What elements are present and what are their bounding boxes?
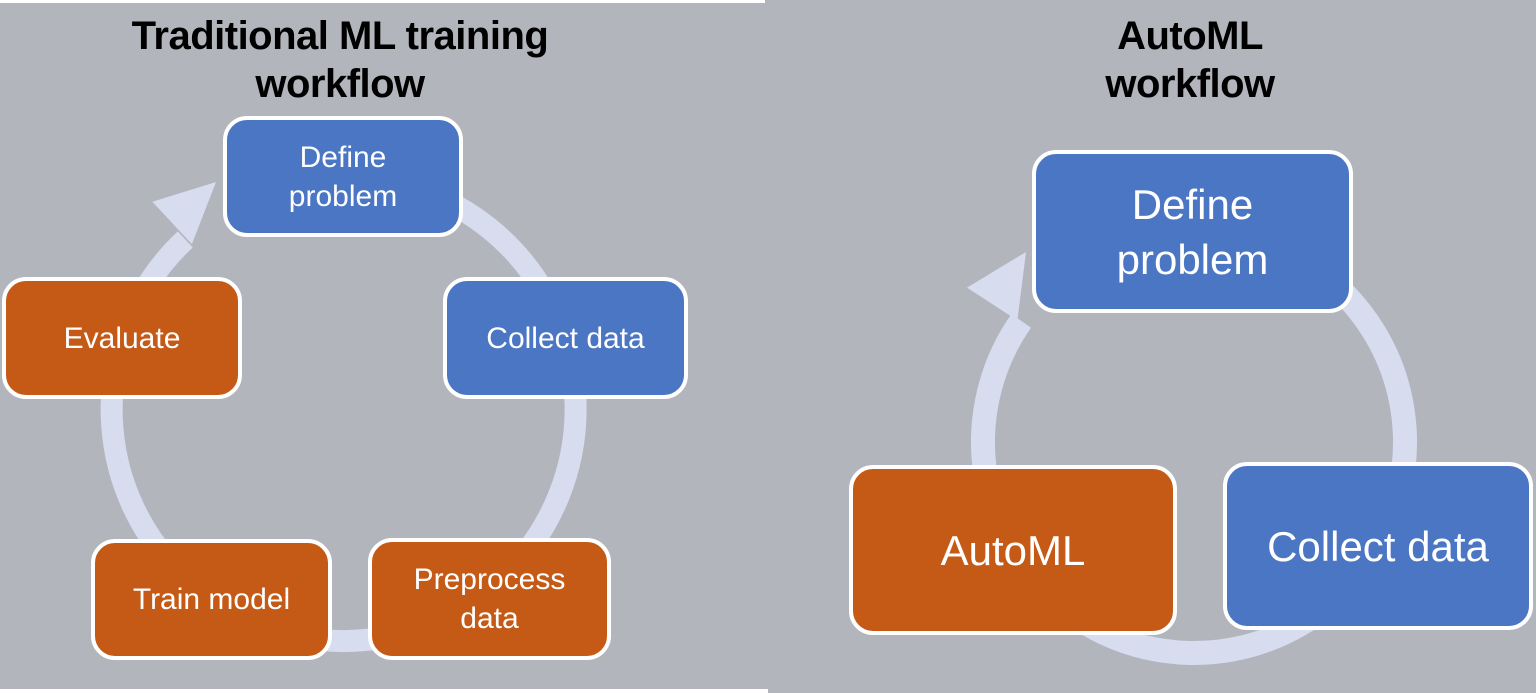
node-label: problem: [1116, 235, 1269, 283]
left-cycle-arrowhead-icon: [152, 182, 216, 245]
node-label: AutoML: [940, 526, 1086, 574]
node-label: Preprocess: [413, 563, 566, 596]
right-diagram-title: AutoML workflow: [1040, 12, 1340, 108]
node-label: Evaluate: [63, 321, 181, 355]
right-node-automl: AutoML: [849, 465, 1177, 635]
node-label: data: [460, 602, 519, 635]
node-label: Define: [1131, 180, 1254, 228]
left-node-evaluate: Evaluate: [2, 277, 242, 399]
right-node-define-problem: Define problem: [1032, 150, 1353, 313]
left-node-collect-data: Collect data: [443, 277, 688, 399]
right-cycle-arrowhead-icon: [967, 252, 1026, 321]
left-title-line2: workflow: [255, 62, 425, 106]
node-label: problem: [288, 179, 398, 213]
bottom-edge-strip: [0, 689, 768, 693]
right-title-line2: workflow: [1105, 62, 1275, 106]
node-label: Define: [299, 140, 387, 174]
left-node-define-problem: Define problem: [223, 116, 463, 237]
node-label: Collect data: [486, 321, 645, 355]
left-diagram-title: Traditional ML training workflow: [90, 12, 590, 108]
left-node-train-model: Train model: [91, 539, 332, 660]
left-title-line1: Traditional ML training: [131, 14, 549, 58]
right-node-collect-data: Collect data: [1223, 462, 1533, 630]
node-label: Train model: [132, 583, 291, 616]
node-label: Collect data: [1267, 522, 1489, 570]
top-edge-strip: [0, 0, 765, 3]
right-title-line1: AutoML: [1117, 14, 1263, 58]
left-node-preprocess-data: Preprocess data: [368, 538, 611, 660]
